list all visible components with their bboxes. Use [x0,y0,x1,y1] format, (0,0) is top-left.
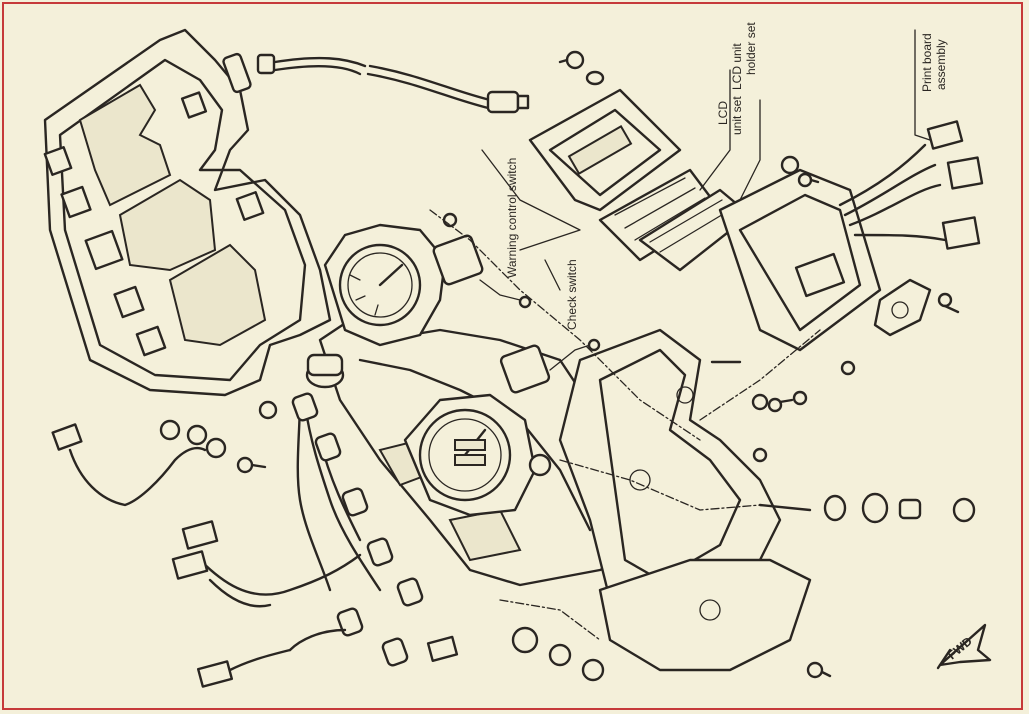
speedometer-cable [222,52,530,114]
leader-lines [481,29,931,291]
upper-cover [43,28,332,397]
speedometer [403,393,552,517]
print-board-assembly [718,120,984,352]
lcd-unit-holder-set [528,88,722,262]
reset-knob [305,353,345,389]
warning-control-switch [432,234,532,309]
lower-cover [558,328,812,672]
label-print-board-2: assembly [934,39,948,90]
label-print-board-1: Print board [920,33,934,92]
mount-bracket [873,278,932,337]
tachometer [323,223,447,347]
alignment-lines [429,209,821,641]
wire-harness [51,392,459,688]
label-lcd-unit-set-1: LCD [716,101,730,125]
fwd-arrow [936,623,992,670]
fasteners [236,50,976,682]
label-lcd-unit-holder-set-1: LCD unit [730,43,744,90]
label-lcd-unit-holder-set-2: holder set [744,22,758,75]
check-switch [499,338,601,394]
label-check-switch: Check switch [565,259,579,330]
label-lcd-unit-set-2: unit set [730,96,744,135]
label-warning-control-switch: Warning control switch [505,158,519,278]
